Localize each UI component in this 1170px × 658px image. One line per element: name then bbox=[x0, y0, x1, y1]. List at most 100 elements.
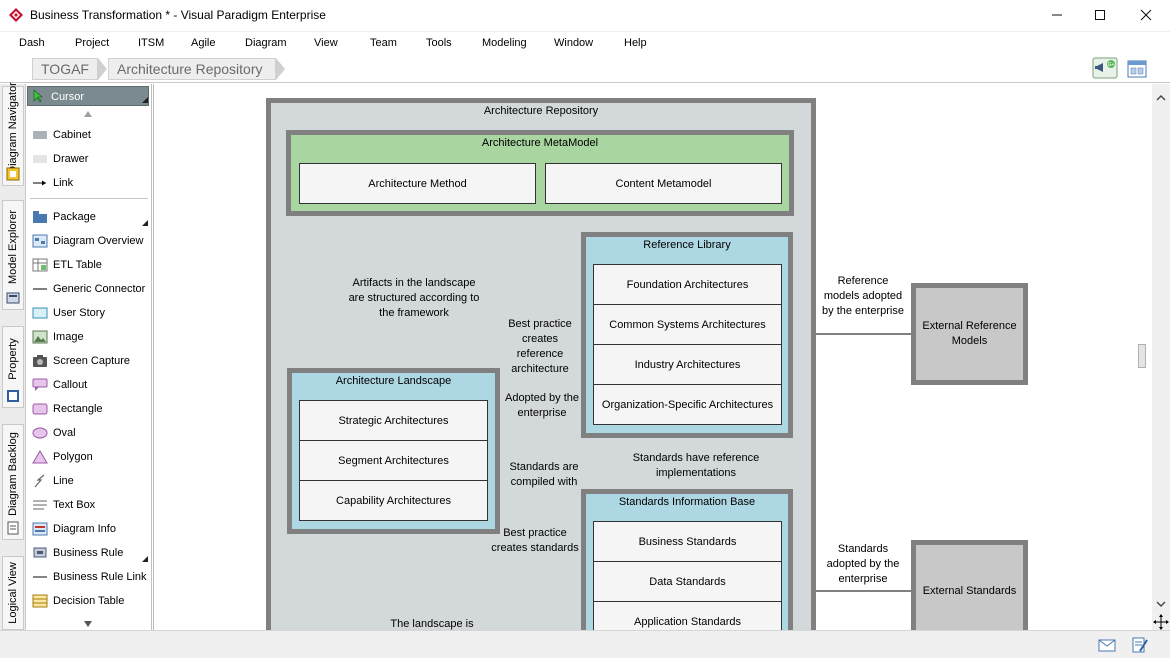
standards-information-base-title: Standards Information Base bbox=[618, 496, 756, 508]
palette-image[interactable]: Image bbox=[30, 326, 148, 348]
menu-itsm[interactable]: ITSM bbox=[138, 37, 165, 49]
scroll-up-arrow-icon[interactable] bbox=[1156, 94, 1166, 102]
package-icon bbox=[33, 211, 47, 223]
palette-label: Image bbox=[53, 331, 84, 343]
palette-user-story[interactable]: User Story bbox=[30, 302, 148, 324]
palette-label: Business Rule bbox=[53, 547, 124, 559]
mail-icon[interactable] bbox=[1098, 639, 1116, 652]
data-standards-box[interactable]: Data Standards bbox=[593, 561, 782, 602]
palette-label: Diagram Overview bbox=[53, 235, 144, 247]
tab-diagram-navigator[interactable]: Diagram Navigator bbox=[2, 82, 24, 186]
tab-logical-view[interactable]: Logical View bbox=[2, 556, 24, 630]
menu-tools[interactable]: Tools bbox=[426, 37, 452, 49]
breadcrumb-separator bbox=[98, 58, 107, 80]
tab-model-explorer[interactable]: Model Explorer bbox=[2, 200, 24, 310]
label-standards-reference: Standards have reference implementations bbox=[632, 452, 760, 479]
menu-dash[interactable]: Dash bbox=[19, 37, 45, 49]
palette-diagram-overview[interactable]: Diagram Overview bbox=[30, 230, 148, 252]
palette-text-box[interactable]: Text Box bbox=[30, 494, 148, 516]
architecture-method-box[interactable]: Architecture Method bbox=[299, 163, 536, 204]
tab-label: Property bbox=[7, 338, 19, 380]
segment-architectures-box[interactable]: Segment Architectures bbox=[299, 440, 488, 481]
maximize-icon[interactable] bbox=[1077, 0, 1123, 30]
palette-diagram-info[interactable]: Diagram Info bbox=[30, 518, 148, 540]
palette-callout[interactable]: Callout bbox=[30, 374, 148, 396]
tab-diagram-backlog[interactable]: Diagram Backlog bbox=[2, 424, 24, 540]
palette-package[interactable]: Package bbox=[30, 206, 148, 228]
palette-label: Cursor bbox=[51, 91, 85, 103]
external-reference-models[interactable]: External Reference Models bbox=[911, 283, 1028, 385]
palette-label: Cabinet bbox=[53, 129, 91, 141]
palette-label: Screen Capture bbox=[53, 355, 131, 367]
menu-team[interactable]: Team bbox=[370, 37, 397, 49]
breadcrumb-togaf[interactable]: TOGAF bbox=[32, 58, 98, 80]
label-standards-adopted: Standards adopted by the enterprise bbox=[826, 543, 900, 585]
breadcrumb-architecture-repository[interactable]: Architecture Repository bbox=[108, 58, 276, 80]
external-standards[interactable]: External Standards bbox=[911, 540, 1028, 630]
menu-agile[interactable]: Agile bbox=[191, 37, 216, 49]
scroll-track[interactable] bbox=[1153, 110, 1169, 402]
palette-divider bbox=[30, 198, 148, 199]
submenu-marker bbox=[142, 220, 148, 226]
diagram-panel-icon[interactable] bbox=[1126, 58, 1148, 80]
architecture-metamodel[interactable]: Architecture MetaModel Architecture Meth… bbox=[286, 130, 794, 216]
tab-label: Diagram Backlog bbox=[7, 432, 19, 516]
palette-cabinet[interactable]: Cabinet bbox=[30, 124, 148, 146]
capability-architectures-box[interactable]: Capability Architectures bbox=[299, 480, 488, 521]
vertical-scrollbar[interactable] bbox=[1138, 84, 1170, 630]
palette-oval[interactable]: Oval bbox=[30, 422, 148, 444]
scroll-up-icon[interactable] bbox=[83, 110, 93, 118]
palette-screen-capture[interactable]: Screen Capture bbox=[30, 350, 148, 372]
cabinet-icon bbox=[33, 131, 47, 139]
palette-cursor[interactable]: Cursor bbox=[27, 86, 149, 106]
palette-drawer[interactable]: Drawer bbox=[30, 148, 148, 170]
menu-window[interactable]: Window bbox=[554, 37, 594, 49]
standards-information-base[interactable]: Standards Information Base Business Stan… bbox=[581, 489, 793, 630]
application-standards-box[interactable]: Application Standards bbox=[593, 601, 782, 630]
palette-business-rule[interactable]: Business Rule bbox=[30, 542, 148, 564]
reference-library[interactable]: Reference Library Foundation Architectur… bbox=[581, 232, 793, 438]
palette-business-rule-link[interactable]: Business Rule Link bbox=[30, 566, 148, 588]
architecture-landscape[interactable]: Architecture Landscape Strategic Archite… bbox=[287, 368, 500, 534]
scroll-thumb[interactable] bbox=[1138, 344, 1146, 368]
palette-generic-connector[interactable]: Generic Connector bbox=[30, 278, 148, 300]
menu-modeling[interactable]: Modeling bbox=[482, 37, 527, 49]
minimize-icon[interactable] bbox=[1034, 0, 1080, 30]
tab-label: Logical View bbox=[7, 562, 19, 624]
oval-icon bbox=[32, 427, 48, 439]
tab-property[interactable]: Property bbox=[2, 326, 24, 408]
palette-etl-table[interactable]: ETL Table bbox=[30, 254, 148, 276]
announcement-icon[interactable]: G+ bbox=[1092, 57, 1118, 79]
menu-project[interactable]: Project bbox=[75, 37, 110, 49]
close-icon[interactable] bbox=[1123, 0, 1169, 30]
diagram-canvas[interactable]: Architecture Repository Architecture Met… bbox=[153, 84, 1152, 630]
palette-label: User Story bbox=[53, 307, 105, 319]
scroll-down-arrow-icon[interactable] bbox=[1156, 600, 1166, 608]
palette-link[interactable]: Link bbox=[30, 172, 148, 194]
organization-specific-architectures-box[interactable]: Organization-Specific Architectures bbox=[593, 384, 782, 425]
palette-label: ETL Table bbox=[53, 259, 102, 271]
palette-decision-table[interactable]: Decision Table bbox=[30, 590, 148, 612]
palette-label: Text Box bbox=[53, 499, 96, 511]
common-systems-architectures-box[interactable]: Common Systems Architectures bbox=[593, 304, 782, 345]
business-standards-box[interactable]: Business Standards bbox=[593, 521, 782, 562]
etl-table-icon bbox=[32, 258, 48, 272]
palette-rectangle[interactable]: Rectangle bbox=[30, 398, 148, 420]
edit-note-icon[interactable] bbox=[1132, 636, 1148, 654]
industry-architectures-box[interactable]: Industry Architectures bbox=[593, 344, 782, 385]
menu-diagram[interactable]: Diagram bbox=[245, 37, 287, 49]
strategic-architectures-box[interactable]: Strategic Architectures bbox=[299, 400, 488, 441]
palette-polygon[interactable]: Polygon bbox=[30, 446, 148, 468]
pan-move-icon[interactable] bbox=[1153, 614, 1169, 630]
content-metamodel-box[interactable]: Content Metamodel bbox=[545, 163, 782, 204]
menu-help[interactable]: Help bbox=[624, 37, 647, 49]
menu-bar: Dash Project ITSM Agile Diagram View Tea… bbox=[0, 33, 1170, 55]
foundation-architectures-box[interactable]: Foundation Architectures bbox=[593, 264, 782, 305]
palette-line[interactable]: Line bbox=[30, 470, 148, 492]
breadcrumb-separator bbox=[276, 58, 285, 80]
scroll-down-icon[interactable] bbox=[83, 620, 93, 628]
menu-view[interactable]: View bbox=[314, 37, 338, 49]
reference-library-title: Reference Library bbox=[643, 239, 731, 251]
label-reference-models-adopted: Reference models adopted by the enterpri… bbox=[822, 275, 904, 317]
property-icon bbox=[7, 390, 19, 402]
